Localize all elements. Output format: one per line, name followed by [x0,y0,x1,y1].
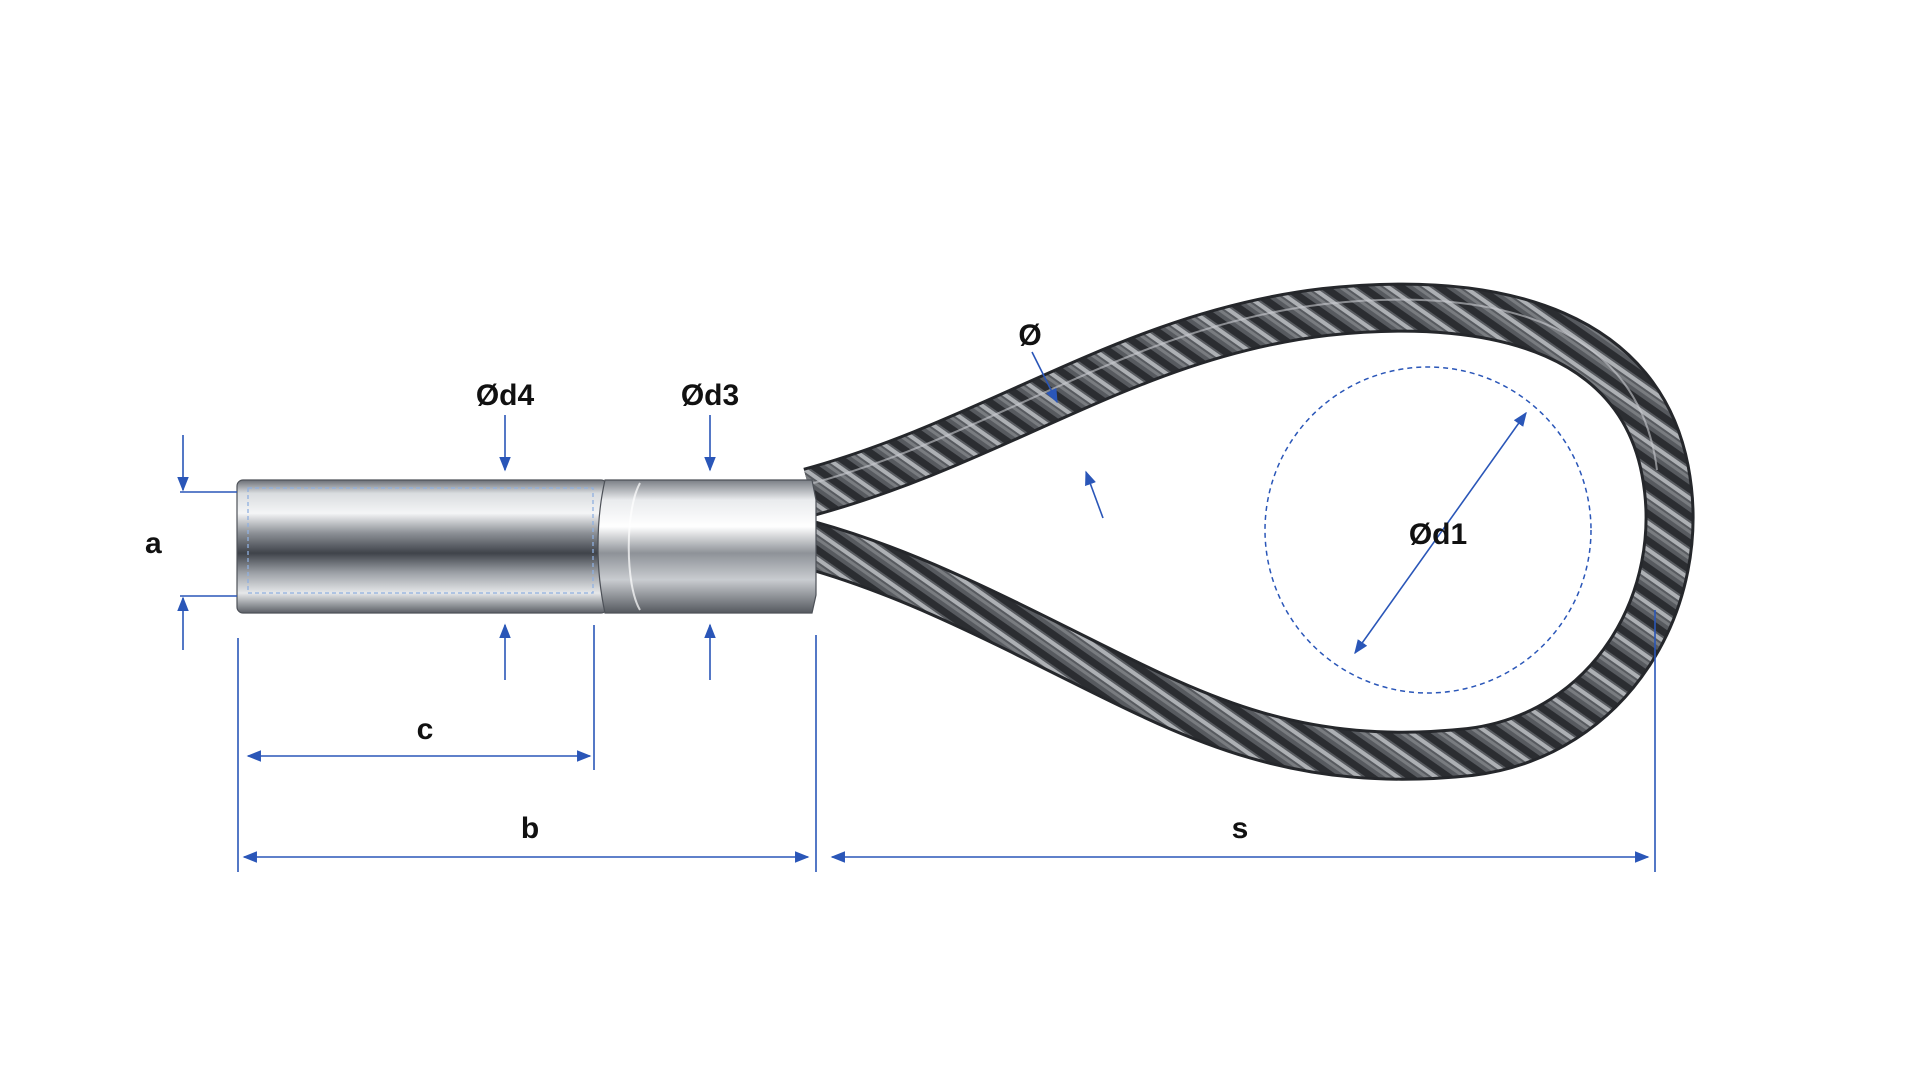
label-b: b [521,812,539,845]
label-c: c [417,713,434,746]
d1-dimension-arrow [1354,411,1527,655]
label-d3: Ød3 [681,379,739,412]
label-s: s [1232,812,1249,845]
wire-diameter-arrows [1031,351,1104,519]
threaded-ferrule-icon [236,479,608,614]
inner-diameter-circle [1264,366,1592,694]
press-sleeve-icon [597,479,817,614]
extension-lines [237,610,1656,872]
label-a: a [145,527,162,560]
dimension-a [177,435,237,650]
wire-rope-loop-icon [803,282,1695,781]
label-d1: Ød1 [1409,518,1467,551]
label-d4: Ød4 [476,379,535,412]
label-wire-diameter: Ø [1018,319,1041,352]
